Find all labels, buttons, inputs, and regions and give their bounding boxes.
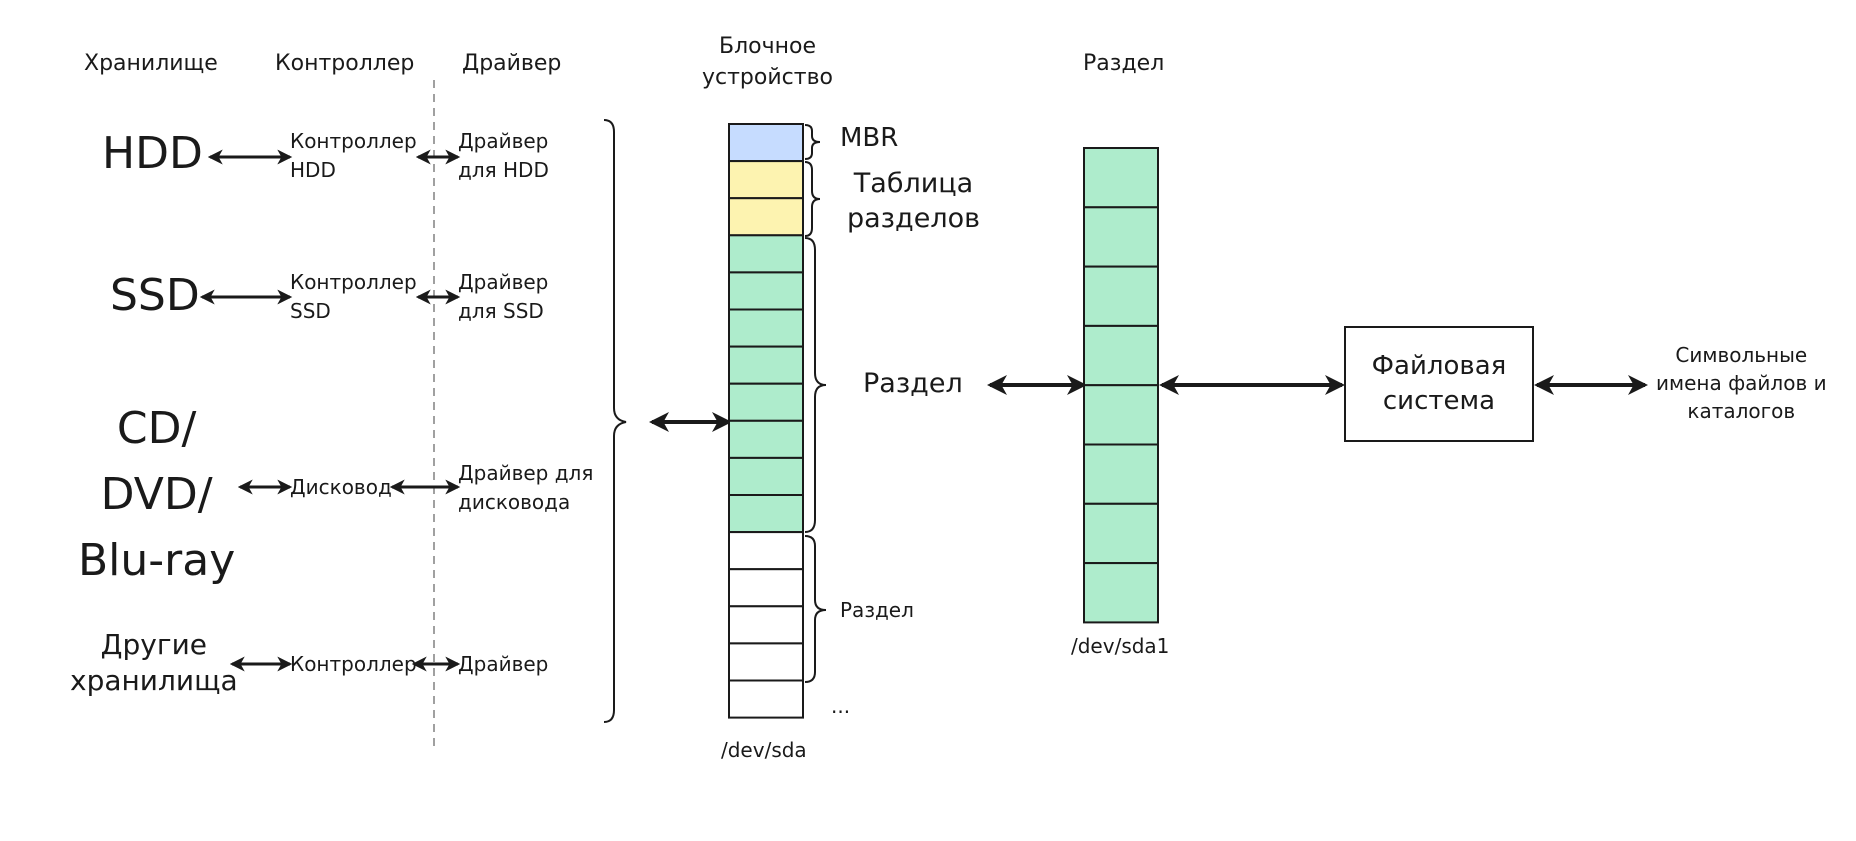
storage-other-line1: Другие bbox=[100, 628, 207, 661]
partition-device-block bbox=[1083, 147, 1159, 209]
controller-hdd: Контроллер HDD bbox=[290, 127, 417, 185]
storage-optical-line1: CD/ bbox=[116, 403, 197, 454]
driver-optical: Драйвер для дисковода bbox=[458, 459, 593, 517]
controller-ssd-line2: SSD bbox=[290, 299, 331, 323]
partition-device-block bbox=[1083, 324, 1159, 387]
header-block-device-line2: устройство bbox=[702, 64, 833, 90]
block-device-name: /dev/sda bbox=[721, 738, 807, 762]
block-device-block bbox=[728, 605, 804, 645]
block-device-block bbox=[728, 456, 804, 496]
partition-device-block bbox=[1083, 384, 1159, 446]
partition-device-block bbox=[1083, 502, 1159, 565]
controller-ssd: Контроллер SSD bbox=[290, 268, 417, 326]
partition-device-name: /dev/sda1 bbox=[1071, 634, 1170, 658]
partition-main-label: Раздел bbox=[863, 368, 963, 399]
partition-device-block bbox=[1083, 265, 1159, 327]
symbolic-names-label: Символьные имена файлов и каталогов bbox=[1656, 341, 1827, 425]
driver-optical-line2: дисковода bbox=[458, 490, 571, 514]
block-device-block bbox=[728, 568, 804, 608]
header-driver: Драйвер bbox=[462, 51, 562, 76]
mbr-label: MBR bbox=[840, 123, 899, 153]
block-device-block bbox=[728, 679, 804, 719]
file-system-line1: Файловая bbox=[1371, 350, 1507, 381]
partition-device-block bbox=[1083, 443, 1159, 505]
block-device-block bbox=[728, 382, 804, 422]
controller-ssd-line1: Контроллер bbox=[290, 270, 417, 294]
block-device-ellipsis: ... bbox=[831, 694, 851, 718]
block-device-block bbox=[728, 123, 804, 163]
controller-hdd-line1: Контроллер bbox=[290, 129, 417, 153]
partition-second-label: Раздел bbox=[840, 598, 914, 622]
symbolic-names-line3: каталогов bbox=[1687, 399, 1796, 423]
storage-other-line2: хранилища bbox=[70, 664, 238, 698]
block-device-block bbox=[728, 345, 804, 385]
block-device-column bbox=[728, 123, 804, 719]
storage-optical-line3: Blu-ray bbox=[78, 535, 236, 586]
driver-optical-line1: Драйвер для bbox=[458, 461, 594, 485]
partition-table-brace bbox=[804, 161, 821, 237]
controller-other: Контроллер bbox=[290, 652, 417, 676]
block-device-block bbox=[728, 531, 804, 571]
drivers-brace bbox=[603, 119, 627, 723]
driver-ssd: Драйвер для SSD bbox=[458, 268, 548, 326]
block-device-block bbox=[728, 419, 804, 459]
driver-hdd: Драйвер для HDD bbox=[458, 127, 549, 185]
partition-second-brace bbox=[804, 535, 827, 683]
driver-ssd-line2: для SSD bbox=[458, 299, 544, 323]
block-device-block bbox=[728, 160, 804, 200]
driver-ssd-line1: Драйвер bbox=[458, 270, 549, 294]
partition-table-line2: разделов bbox=[847, 203, 981, 235]
storage-hdd: HDD bbox=[102, 128, 203, 179]
partition-device-column bbox=[1083, 147, 1159, 624]
partition-table-label: Таблица разделов bbox=[847, 166, 980, 236]
file-system-box: Файловая система bbox=[1344, 326, 1534, 442]
storage-optical-line2: DVD/ bbox=[100, 469, 213, 520]
storage-ssd: SSD bbox=[110, 270, 200, 321]
partition-main-brace bbox=[804, 237, 827, 533]
block-device-block bbox=[728, 494, 804, 534]
header-block-device: Блочное устройство bbox=[702, 32, 833, 94]
partition-device-block bbox=[1083, 562, 1159, 624]
driver-hdd-line2: для HDD bbox=[458, 158, 549, 182]
controller-hdd-line2: HDD bbox=[290, 158, 336, 182]
block-device-block bbox=[728, 234, 804, 274]
partition-table-line1: Таблица bbox=[853, 168, 974, 199]
block-device-block bbox=[728, 197, 804, 237]
driver-other: Драйвер bbox=[458, 652, 549, 676]
mbr-brace bbox=[804, 124, 821, 160]
partition-device-block bbox=[1083, 206, 1159, 268]
storage-other: Другие хранилища bbox=[70, 627, 238, 700]
block-device-block bbox=[728, 271, 804, 311]
block-device-block bbox=[728, 308, 804, 348]
header-block-device-line1: Блочное bbox=[719, 34, 816, 59]
file-system-line2: система bbox=[1382, 386, 1496, 416]
storage-optical: CD/ DVD/ Blu-ray bbox=[78, 396, 235, 594]
header-partition: Раздел bbox=[1083, 51, 1165, 76]
symbolic-names-line1: Символьные bbox=[1675, 343, 1808, 367]
controller-optical: Дисковод bbox=[290, 475, 392, 499]
driver-hdd-line1: Драйвер bbox=[458, 129, 549, 153]
block-device-block bbox=[728, 642, 804, 682]
header-controller: Контроллер bbox=[275, 51, 415, 76]
header-storage: Хранилище bbox=[84, 51, 218, 76]
symbolic-names-line2: имена файлов и bbox=[1656, 371, 1827, 395]
